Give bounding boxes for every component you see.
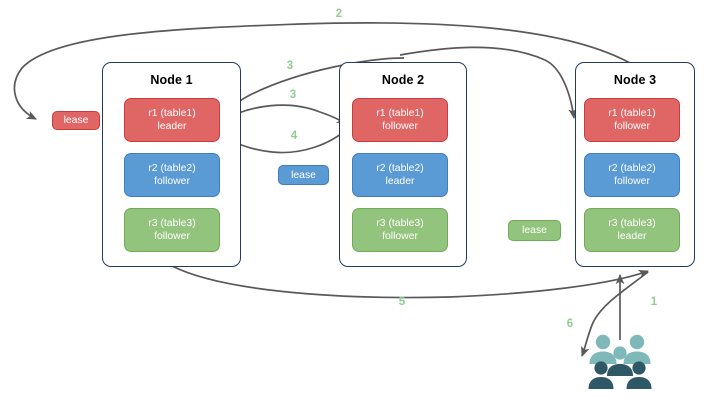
users-group-icon (588, 334, 652, 389)
replica-name: r1 (table1) (376, 108, 424, 119)
replica-role: follower (614, 121, 650, 132)
lease-label: lease (522, 225, 547, 236)
edge-step-2 (13, 22, 631, 120)
step-label-1: 1 (650, 296, 658, 308)
edge-step-6 (581, 271, 649, 357)
replica-role: follower (154, 176, 190, 187)
replica-role: follower (154, 231, 190, 242)
lease-box-r1[interactable]: lease (52, 111, 100, 130)
replica-role: leader (385, 176, 415, 187)
replica-node2-r1[interactable]: r1 (table1) follower (352, 98, 448, 142)
replica-name: r3 (table3) (148, 218, 196, 229)
step-label-4: 4 (290, 130, 298, 142)
replica-name: r2 (table2) (376, 163, 424, 174)
step-label-3-lower: 3 (289, 89, 297, 101)
node-title-node2: Node 2 (381, 73, 425, 87)
replica-node2-r3[interactable]: r3 (table3) follower (352, 208, 448, 252)
replica-role: follower (382, 231, 418, 242)
replica-role: leader (617, 231, 647, 242)
edge-step-3-lower (219, 104, 347, 125)
step-label-6: 6 (566, 318, 574, 330)
step-label-2: 2 (335, 8, 343, 20)
edge-node3-inbound (399, 46, 578, 120)
replica-name: r3 (table3) (376, 218, 424, 229)
node-title-node1: Node 1 (150, 73, 193, 87)
replica-role: follower (382, 121, 418, 132)
replica-name: r3 (table3) (608, 218, 656, 229)
replica-role: leader (157, 121, 187, 132)
replica-name: r2 (table2) (148, 163, 196, 174)
replica-name: r1 (table1) (608, 108, 656, 119)
replica-node3-r1[interactable]: r1 (table1) follower (584, 98, 680, 142)
replica-name: r1 (table1) (148, 108, 196, 119)
replica-node1-r3[interactable]: r3 (table3) follower (124, 208, 220, 252)
lease-box-r3[interactable]: lease (508, 220, 561, 241)
step-label-5: 5 (398, 296, 406, 308)
replica-node1-r2[interactable]: r2 (table2) follower (124, 153, 220, 197)
edge-step-5 (171, 265, 649, 299)
replica-role: follower (614, 176, 650, 187)
node-title-node3: Node 3 (613, 73, 657, 87)
replica-node3-r2[interactable]: r2 (table2) follower (584, 153, 680, 197)
step-label-3-upper: 3 (286, 60, 294, 72)
replica-node3-r3[interactable]: r3 (table3) leader (584, 208, 680, 252)
replica-node1-r1[interactable]: r1 (table1) leader (124, 98, 220, 142)
replica-name: r2 (table2) (608, 163, 656, 174)
lease-label: lease (291, 169, 316, 181)
lease-box-r2[interactable]: lease (278, 165, 329, 185)
lease-label: lease (63, 115, 89, 126)
replica-node2-r2[interactable]: r2 (table2) leader (352, 153, 448, 197)
